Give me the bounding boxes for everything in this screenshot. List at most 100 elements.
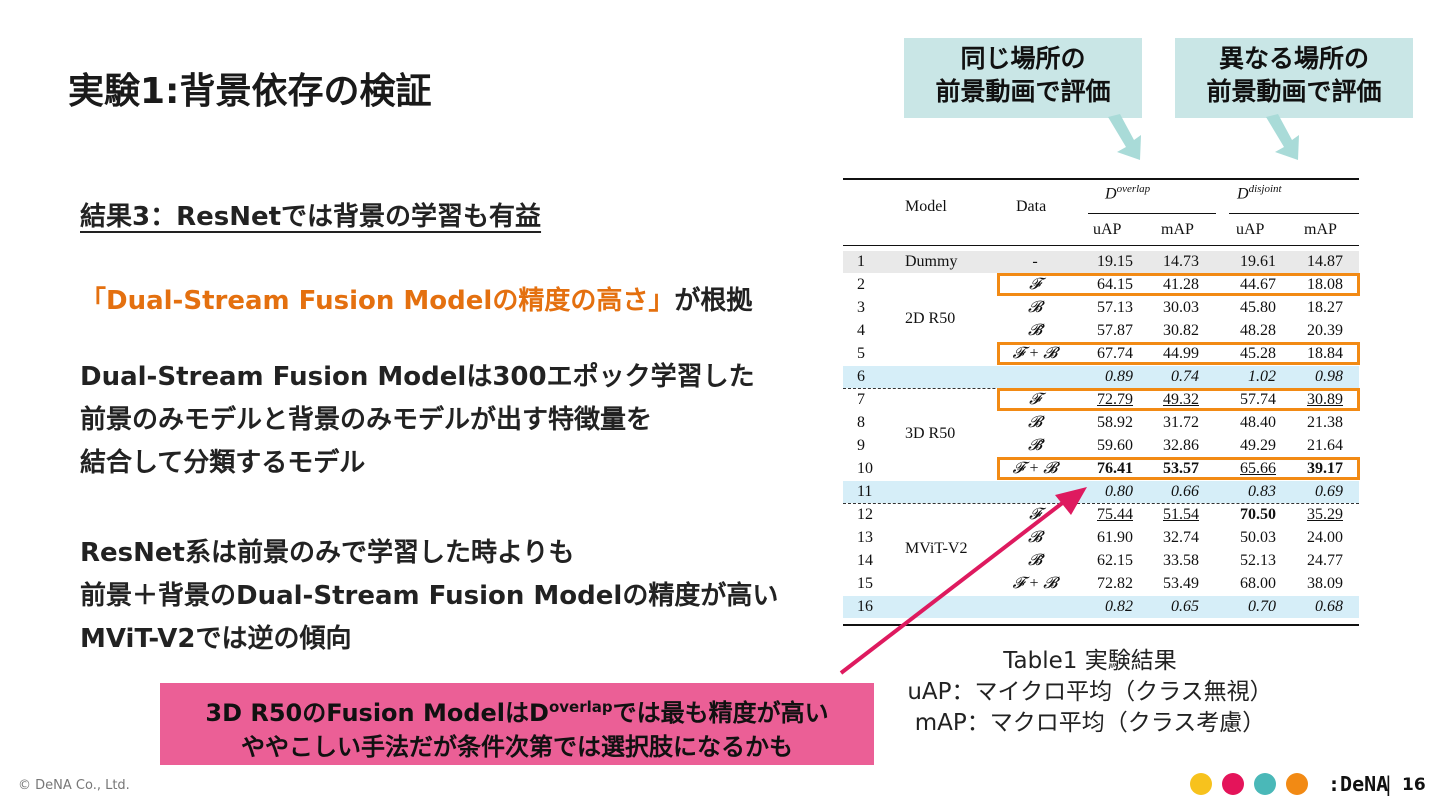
table-cell-dj_m: 20.39: [1307, 322, 1343, 339]
callout-same-line2: 前景動画で評価: [935, 77, 1111, 106]
table-cell-n: 2: [857, 276, 865, 293]
callout-different-line2: 前景動画で評価: [1206, 77, 1382, 106]
table-cell-data: 𝓕: [1029, 391, 1041, 408]
table-cell-ov_m: 41.28: [1163, 276, 1199, 293]
table-cell-ov_u: 61.90: [1097, 529, 1133, 546]
brand-dot-orange: [1286, 773, 1308, 795]
text-line: MViT-V2では逆の傾向: [80, 624, 352, 654]
table-cell-dj_u: 0.70: [1248, 598, 1276, 615]
callout-same-location: 同じ場所の 前景動画で評価: [904, 38, 1142, 118]
table-cell-ov_m: 53.49: [1163, 575, 1199, 592]
table-cell-dj_u: 0.83: [1248, 483, 1276, 500]
disjoint-group-rule: [1229, 213, 1359, 214]
header-disjoint-map: mAP: [1304, 221, 1337, 238]
table-cell-dj_m: 30.89: [1307, 391, 1343, 408]
table-cell-ov_u: 67.74: [1097, 345, 1133, 362]
table-cell-dj_u: 45.28: [1240, 345, 1276, 362]
table-cell-dj_m: 35.29: [1307, 506, 1343, 523]
row-band: [843, 596, 1359, 618]
row-band: [843, 481, 1359, 503]
table-cell-data: 𝓕: [1029, 276, 1041, 293]
table-cell-ov_u: 72.79: [1097, 391, 1133, 408]
table-cell-ov_m: 53.57: [1163, 460, 1199, 477]
table-cell-ov_m: 14.73: [1163, 253, 1199, 270]
table-cell-data: 𝓑: [1027, 414, 1043, 431]
basis-line: 「Dual-Stream Fusion Modelの精度の高さ」が根拠: [80, 280, 752, 317]
table-cell-n: 8: [857, 414, 865, 431]
brand-dot-magenta: [1222, 773, 1244, 795]
table-cell-ov_m: 30.82: [1163, 322, 1199, 339]
footer-separator: |: [1385, 772, 1392, 796]
down-arrow-icon: [1108, 114, 1141, 160]
table-cell-data: 𝓑: [1027, 299, 1043, 316]
header-model: Model: [905, 198, 947, 215]
table-cell-data: 𝓕 + 𝓑: [1012, 345, 1058, 362]
header-disjoint: Ddisjoint: [1237, 183, 1282, 203]
table-cell-dj_m: 24.00: [1307, 529, 1343, 546]
findings: ResNet系は前景のみで学習した時よりも 前景＋背景のDual-Stream …: [80, 532, 778, 661]
caption-line: mAP：マクロ平均（クラス考慮）: [914, 710, 1266, 736]
table-cell-ov_m: 51.54: [1163, 506, 1199, 523]
highlight-line1: 3D R50のFusion ModelはDoverlapでは最も精度が高い: [205, 698, 829, 727]
table-cell-ov_u: 0.82: [1105, 598, 1133, 615]
table-cell-ov_m: 44.99: [1163, 345, 1199, 362]
page-title: 実験1:背景依存の検証: [68, 71, 432, 112]
brand-dot-teal: [1254, 773, 1276, 795]
highlight-row-box: [997, 388, 1360, 411]
table-cell-dj_m: 0.69: [1315, 483, 1343, 500]
table-cell-n: 9: [857, 437, 865, 454]
table-cell-data: 𝓕 + 𝓑: [1012, 460, 1058, 477]
table-cell-dj_m: 14.87: [1307, 253, 1343, 270]
table-cell-ov_m: 0.65: [1171, 598, 1199, 615]
text-line: 前景＋背景のDual-Stream Fusion Modelの精度が高い: [80, 581, 779, 611]
table-cell-data: 𝓕 + 𝓑: [1012, 575, 1058, 592]
table-cell-dj_m: 18.27: [1307, 299, 1343, 316]
copyright: © DeNA Co., Ltd.: [18, 778, 130, 793]
table-cell-n: 15: [857, 575, 873, 592]
highlight-row-box: [997, 457, 1360, 480]
pointer-arrow-icon: [839, 487, 1087, 675]
table-cell-dj_m: 24.77: [1307, 552, 1343, 569]
highlight-row-box: [997, 273, 1360, 296]
header-overlap: Doverlap: [1105, 183, 1151, 203]
results-table: Model Data Doverlap Ddisjoint uAP mAP uA…: [843, 175, 1360, 627]
table-cell-ov_m: 30.03: [1163, 299, 1199, 316]
table-cell-model: 3D R50: [905, 425, 956, 442]
table-cell-n: 3: [857, 299, 865, 316]
table-cell-dj_m: 39.17: [1307, 460, 1343, 477]
group-separator: [843, 503, 1359, 504]
table-cell-dj_m: 18.84: [1307, 345, 1343, 362]
highlight-line2: ややこしい手法だが条件次第では選択肢になるかも: [241, 733, 793, 761]
table-cell-dj_m: 18.08: [1307, 276, 1343, 293]
table-header-rule: [843, 245, 1359, 246]
table-cell-model: Dummy: [905, 253, 958, 270]
table-bottom-rule: [843, 624, 1359, 626]
table-cell-dj_u: 50.03: [1240, 529, 1276, 546]
highlight-row-box: [997, 342, 1360, 365]
table-cell-n: 7: [857, 391, 865, 408]
table-cell-n: 10: [857, 460, 873, 477]
page-number: 16: [1402, 775, 1426, 795]
table-cell-data: 𝓑: [1027, 529, 1043, 546]
table-cell-dj_u: 52.13: [1240, 552, 1276, 569]
table-cell-ov_u: 19.15: [1097, 253, 1133, 270]
table-cell-n: 1: [857, 253, 865, 270]
table-cell-dj_m: 38.09: [1307, 575, 1343, 592]
header-data: Data: [1016, 198, 1047, 215]
table-cell-ov_u: 76.41: [1097, 460, 1133, 477]
table-cell-data: -: [1032, 253, 1038, 270]
table-cell-n: 5: [857, 345, 865, 362]
table-cell-n: 16: [857, 598, 873, 615]
table-cell-dj_m: 21.38: [1307, 414, 1343, 431]
table-cell-model: 2D R50: [905, 310, 956, 327]
table-cell-dj_u: 57.74: [1240, 391, 1276, 408]
down-arrow-icon: [1266, 114, 1299, 160]
table-cell-data: 𝓑̃: [1027, 437, 1043, 454]
callout-different-location: 異なる場所の 前景動画で評価: [1175, 38, 1413, 118]
table-cell-n: 13: [857, 529, 873, 546]
table-cell-data: 𝓑̃: [1027, 322, 1043, 339]
caption-line: uAP：マイクロ平均（クラス無視）: [907, 679, 1273, 705]
basis-highlight: 「Dual-Stream Fusion Modelの精度の高さ」: [80, 286, 675, 316]
table-cell-ov_m: 49.32: [1163, 391, 1199, 408]
table-cell-dj_u: 48.28: [1240, 322, 1276, 339]
